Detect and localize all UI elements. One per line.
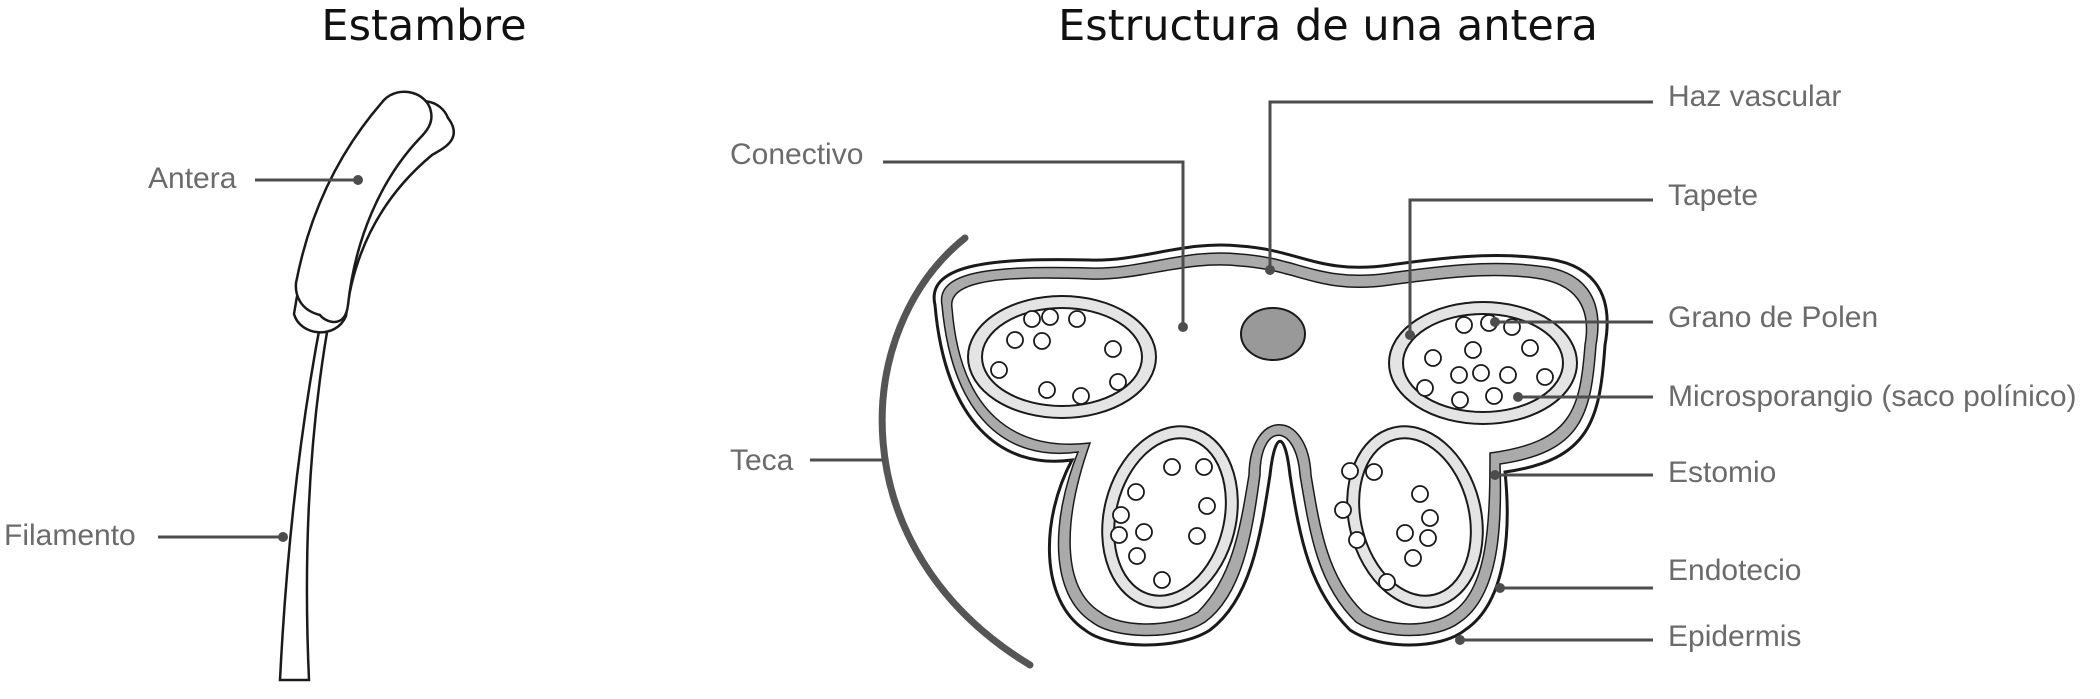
filament <box>278 313 332 682</box>
stamen-illustration <box>278 90 456 682</box>
label-endotecio: Endotecio <box>1668 554 1801 587</box>
microsporangium-upper-left <box>967 295 1157 419</box>
pollen-grains <box>990 308 1554 591</box>
label-teca: Teca <box>730 444 794 477</box>
label-tapete: Tapete <box>1668 179 1758 212</box>
anther-structure-title: Estructura de una antera <box>1058 1 1598 51</box>
stamen-title: Estambre <box>321 1 526 51</box>
label-conectivo: Conectivo <box>730 138 863 171</box>
label-haz-vascular: Haz vascular <box>1668 80 1841 113</box>
label-antera: Antera <box>148 162 237 195</box>
label-grano-de-polen: Grano de Polen <box>1668 301 1878 334</box>
microsporangium-upper-right <box>1388 301 1578 425</box>
anther-lobe-front <box>294 90 433 324</box>
label-estomio: Estomio <box>1668 456 1776 489</box>
label-filamento: Filamento <box>4 519 136 552</box>
label-epidermis: Epidermis <box>1668 620 1801 653</box>
leader-lines <box>158 100 1653 645</box>
vascular-bundle <box>1240 307 1306 361</box>
anther-cross-section <box>878 234 1609 669</box>
label-microsporangio: Microsporangio (saco polínico) <box>1668 380 2077 413</box>
teca-arc <box>878 234 1034 669</box>
